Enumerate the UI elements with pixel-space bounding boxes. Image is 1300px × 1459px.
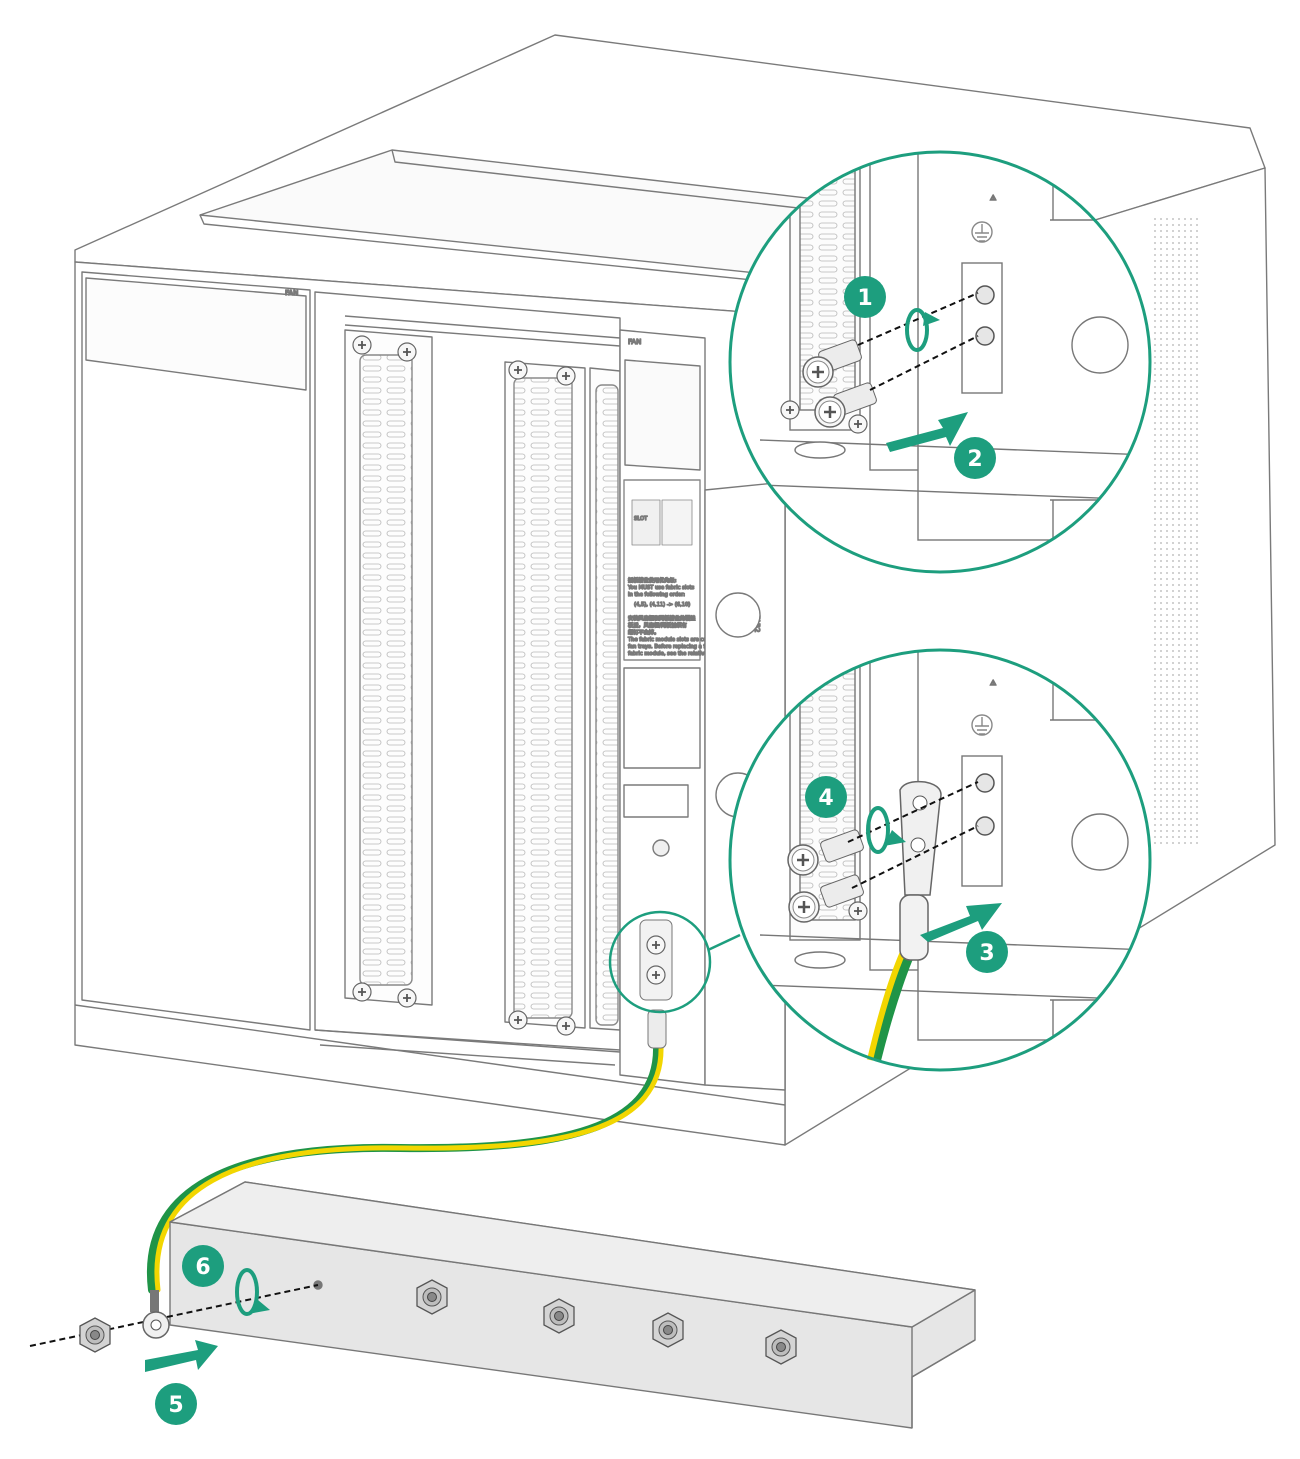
fan-label-left: FAN	[285, 289, 298, 297]
step-badge-6: 6	[182, 1245, 224, 1287]
zoom-callout-leader	[707, 933, 741, 952]
step-badge-1: 1	[844, 276, 886, 318]
warn-en-1b: in the following order:	[628, 592, 685, 598]
rotate-clockwise-icon	[905, 308, 929, 352]
ground-busbar	[169, 1181, 976, 1429]
warn-en-2c: fabric module, see the relative manual	[628, 651, 729, 657]
ground-icon	[971, 221, 993, 243]
left-fan-handle	[85, 277, 307, 391]
svg-text:4: 4	[818, 786, 833, 811]
svg-text:1: 1	[857, 286, 872, 311]
svg-text:5: 5	[168, 1393, 183, 1418]
warn-cn-1: 插板槽位使用优先级:	[628, 576, 677, 584]
ground-cable	[146, 1041, 664, 1294]
busbar-attachment	[29, 1268, 319, 1372]
esd-icon: ⚠	[990, 194, 997, 202]
chassis: FAN FAN	[74, 34, 1276, 1146]
svg-text:3: 3	[979, 941, 994, 966]
zoom-callout-ring	[608, 910, 712, 1014]
screw-icon	[780, 339, 877, 434]
svg-text:2: 2	[967, 447, 982, 472]
push-arrow-icon	[886, 412, 968, 452]
warn-en-1a: You MUST use fabric slots	[627, 585, 695, 591]
left-fan-tray	[81, 271, 311, 1031]
svg-text:⚠: ⚠	[990, 679, 997, 687]
chassis-ground-lug	[639, 919, 673, 1049]
warning-label: SLOT 插板槽位使用优先级: You MUST use fabric slot…	[623, 479, 732, 661]
warn-en-2a: The fabric module slots are covered by	[627, 637, 729, 643]
step-badge-5: 5	[155, 1383, 197, 1425]
nut-icon	[416, 1279, 448, 1315]
slot-label: SLOT	[634, 516, 648, 522]
warn-cn-2a: 安装风扇框和网板槽位的覆盖	[628, 614, 695, 622]
warn-cn-2b: 板后，风扇框/网板前须有	[628, 621, 687, 629]
svg-text:6: 6	[195, 1255, 210, 1280]
warn-en-2b: fan trays. Before replacing a fan tray o…	[628, 644, 732, 650]
fan-label-right: FAN	[628, 338, 641, 346]
fabric-module-2	[504, 360, 586, 1036]
step-badge-3: 3	[966, 931, 1008, 973]
step-badge-4: 4	[805, 776, 847, 818]
callout-remove-screws: ⚠	[730, 152, 1150, 572]
fabric-module-1	[344, 329, 433, 1008]
warn-order: (4,5), (4,11) -> (6,10)	[634, 602, 690, 608]
side-vent	[1150, 215, 1202, 845]
step-badge-2: 2	[954, 437, 996, 479]
warn-cn-2c: 螺钉不会掉。	[628, 628, 659, 636]
fabric-module-3	[589, 367, 621, 1031]
